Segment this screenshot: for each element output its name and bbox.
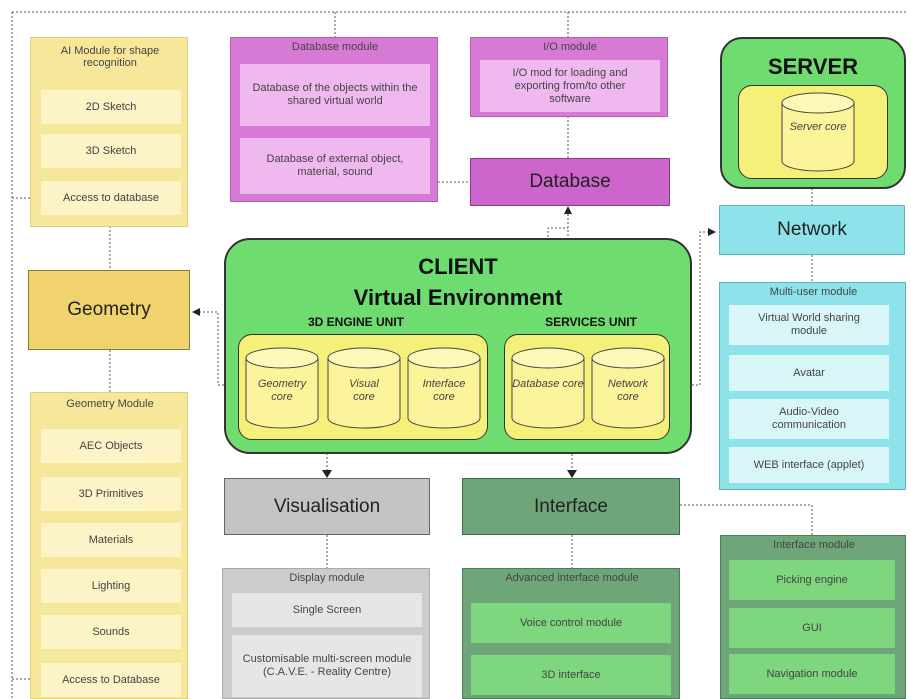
advanced-interface-panel: Advanced interface module Voice control … [462, 568, 680, 699]
server-title: SERVER [767, 54, 859, 79]
io-item-loading-exporting: I/O mod for loading and exporting from/t… [480, 60, 660, 112]
services-unit-label: SERVICES UNIT [545, 315, 637, 329]
interface-core-cylinder [407, 347, 481, 429]
database-box: Database [470, 158, 670, 206]
interface-item-gui: GUI [729, 608, 895, 648]
client-title: CLIENT [418, 254, 498, 279]
server-box: SERVER Server core [720, 37, 906, 189]
multiuser-item-audio-video: Audio-Video communication [729, 399, 889, 439]
interface-item-navigation: Navigation module [729, 654, 895, 694]
io-module-title: I/O module [543, 41, 597, 53]
multiuser-module-title: Multi-user module [769, 286, 858, 298]
geometry-item-materials: Materials [41, 523, 181, 557]
database-item-external: Database of external object, material, s… [240, 138, 430, 194]
interface-module-title: Interface module [773, 539, 855, 551]
display-item-multi-screen: Customisable multi-screen module (C.A.V.… [232, 635, 422, 697]
visual-core-cylinder [327, 347, 401, 429]
display-module-title: Display module [289, 572, 365, 584]
server-core-cylinder [781, 92, 855, 172]
geometry-item-primitives: 3D Primitives [41, 477, 181, 511]
interface-box: Interface [462, 478, 680, 535]
geometry-item-aec: AEC Objects [41, 429, 181, 463]
interface-module-panel: Interface module Picking engine GUI Navi… [720, 535, 906, 699]
multiuser-module-panel: Multi-user module Virtual World sharing … [719, 282, 906, 490]
database-module-panel: Database module Database of the objects … [230, 37, 438, 202]
ai-item-2d-sketch: 2D Sketch [41, 90, 181, 124]
interface-item-picking-engine: Picking engine [729, 560, 895, 600]
ai-item-3d-sketch: 3D Sketch [41, 134, 181, 168]
database-core-label: Database core [512, 378, 584, 390]
network-box: Network [719, 205, 905, 255]
display-module-panel: Display module Single Screen Customisabl… [222, 568, 430, 699]
network-core-label: Network core [607, 378, 649, 403]
geometry-item-lighting: Lighting [41, 569, 181, 603]
server-core-label: Server core [789, 121, 847, 133]
geometry-core-cylinder [245, 347, 319, 429]
multiuser-item-avatar: Avatar [729, 355, 889, 391]
advanced-item-voice-control: Voice control module [471, 603, 671, 643]
geometry-item-sounds: Sounds [41, 615, 181, 649]
database-module-title: Database module [291, 41, 379, 53]
multiuser-item-web-interface: WEB interface (applet) [729, 447, 889, 483]
engine-unit-label: 3D ENGINE UNIT [307, 315, 404, 329]
network-core-cylinder [591, 347, 665, 429]
geometry-core-label: Geometry core [257, 378, 307, 403]
multiuser-item-sharing: Virtual World sharing module [729, 305, 889, 345]
database-item-shared-objects: Database of the objects within the share… [240, 64, 430, 126]
ai-module-panel: AI Module for shape recognition 2D Sketc… [30, 37, 188, 227]
ai-module-title: AI Module for shape recognition [60, 45, 160, 69]
geometry-item-access-database: Access to Database [41, 663, 181, 697]
visualisation-box: Visualisation [224, 478, 430, 535]
ai-item-access-database: Access to database [41, 181, 181, 215]
visual-core-label: Visual core [349, 378, 379, 403]
display-item-single-screen: Single Screen [232, 593, 422, 627]
io-module-panel: I/O module I/O mod for loading and expor… [470, 37, 668, 117]
interface-core-label: Interface core [422, 378, 466, 403]
client-subtitle: Virtual Environment [353, 285, 563, 310]
advanced-item-3d-interface: 3D interface [471, 655, 671, 695]
advanced-interface-title: Advanced interface module [505, 572, 639, 584]
geometry-module-title: Geometry Module [66, 398, 154, 410]
database-core-cylinder [511, 347, 585, 429]
geometry-box: Geometry [28, 270, 190, 350]
geometry-module-panel: Geometry Module AEC Objects 3D Primitive… [30, 392, 188, 699]
